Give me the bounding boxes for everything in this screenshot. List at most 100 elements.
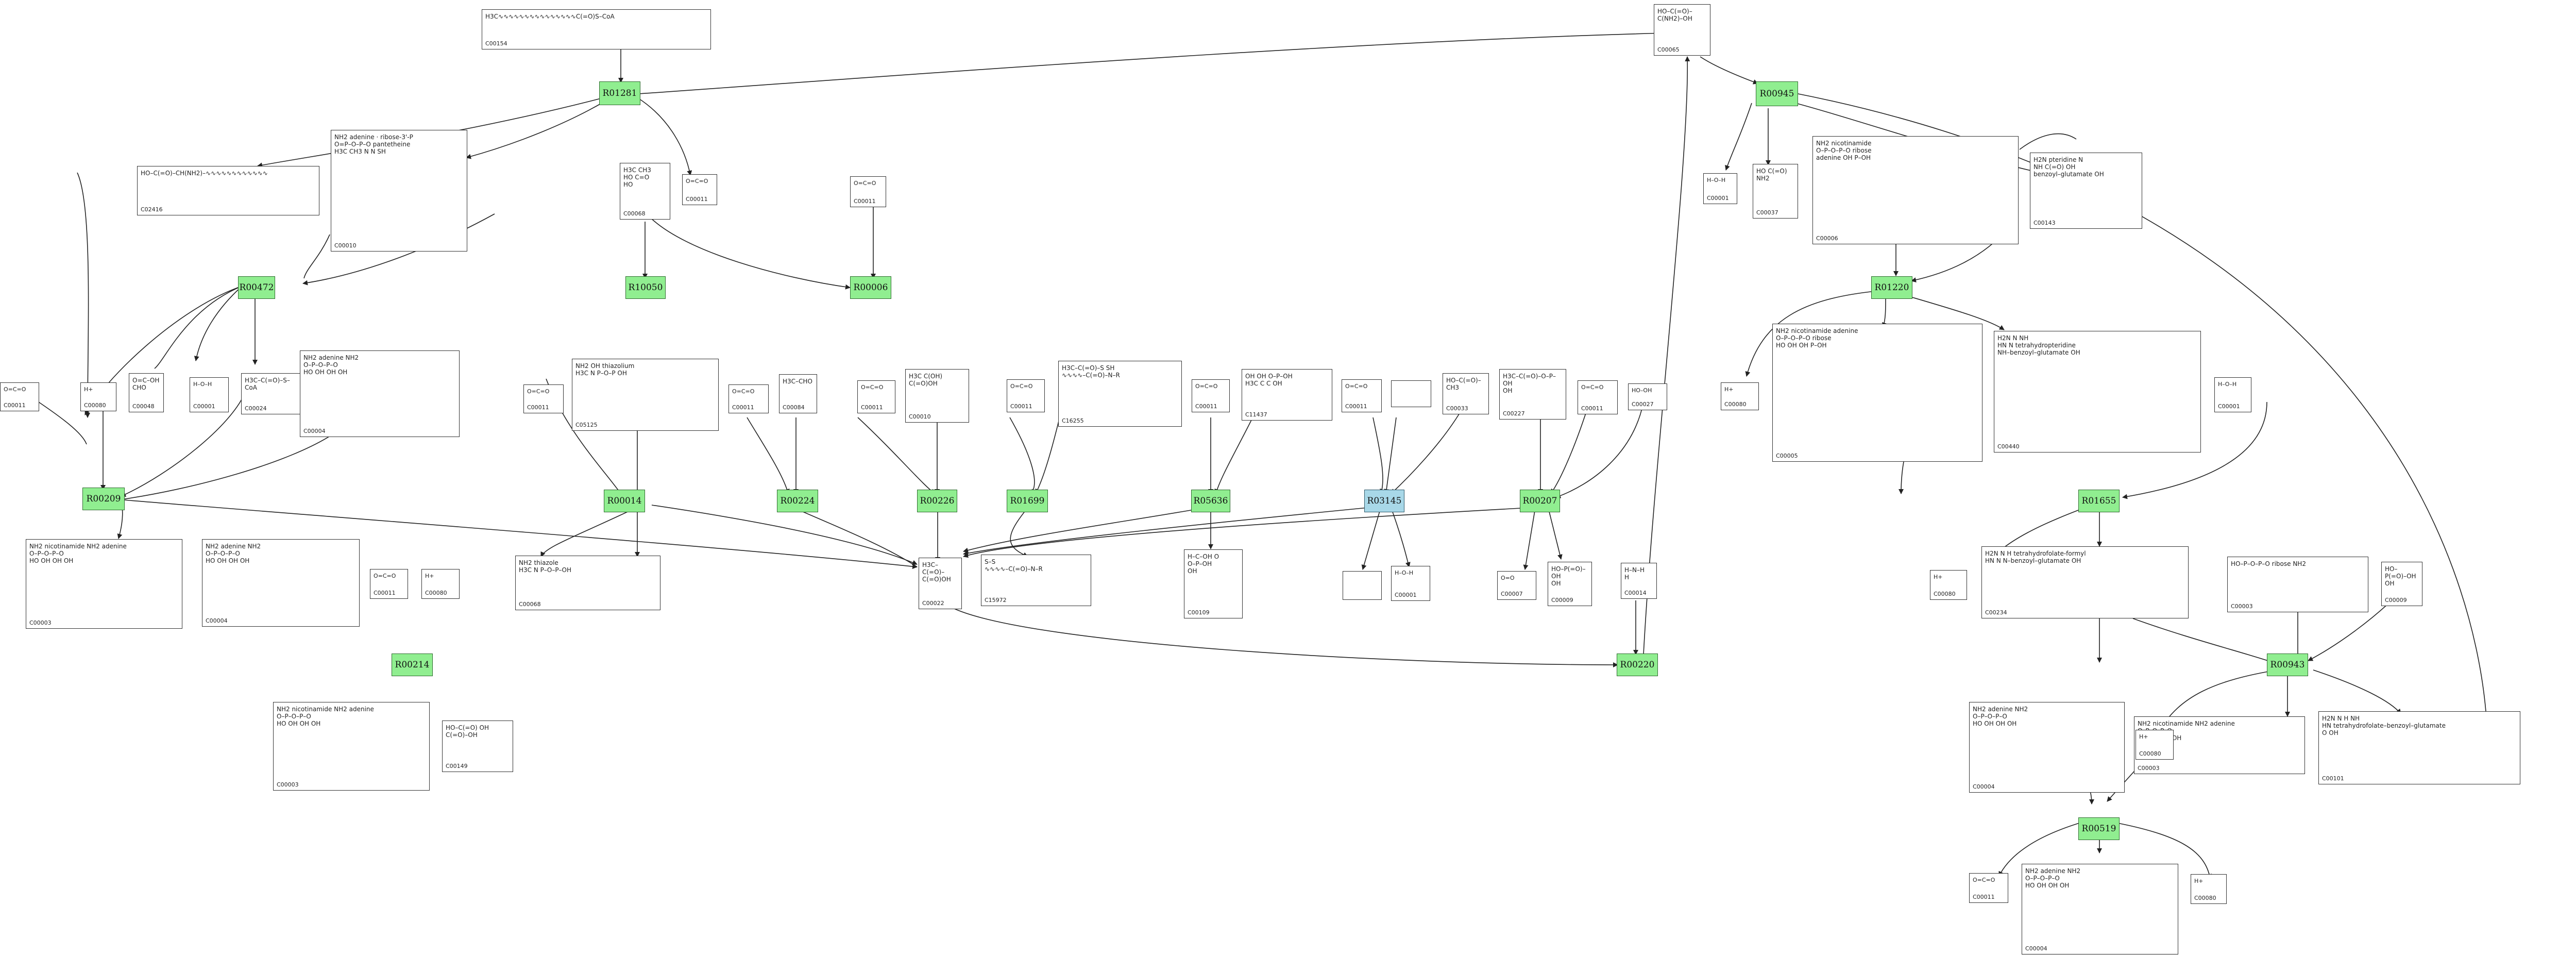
compound-c00080f[interactable]: H+C00080 [2191,874,2227,904]
reaction-r00209[interactable]: R00209 [82,488,125,510]
reaction-r00472[interactable]: R00472 [238,276,275,299]
compound-c00024[interactable]: H3C–C(=O)–S–CoA C00024 [241,373,305,414]
compound-id: C00037 [1756,209,1778,216]
compound-empty1[interactable] [1391,380,1431,407]
compound-id: C00080 [1934,591,1956,597]
compound-structure: H–N–H H [1624,566,1645,581]
compound-structure: H3C∿∿∿∿∿∿∿∿∿∿∿∿∿∿∿C(=O)S–CoA [485,13,615,20]
compound-structure: NH2 adenine NH2 O–P–O–P–O HO OH OH OH [1973,706,2028,727]
compound-c02416[interactable]: HO–C(=O)–CH(NH2)–∿∿∿∿∿∿∿∿∿∿∿∿C02416 [137,166,319,215]
reaction-r01699[interactable]: R01699 [1007,490,1048,512]
reaction-r00214[interactable]: R00214 [392,654,433,676]
compound-structure: NH2 nicotinamide O–P–O–P–O ribose adenin… [1816,140,1872,161]
compound-id: C00024 [245,405,267,412]
compound-id: C00068 [623,210,646,217]
reaction-r01220[interactable]: R01220 [1871,276,1912,299]
reaction-r00943[interactable]: R00943 [2267,654,2308,676]
compound-c00003[interactable]: NH2 nicotinamide NH2 adenine O–P–O–P–O H… [26,539,182,629]
reaction-r01281[interactable]: R01281 [599,81,640,105]
compound-structure: HO–C(=O)–C(NH2)–OH [1657,8,1692,22]
reaction-r00945[interactable]: R00945 [1756,81,1798,106]
compound-id: C00005 [1776,453,1798,459]
compound-id: C00009 [2385,597,2407,604]
compound-c00080a[interactable]: H+C00080 [80,382,116,411]
compound-c00006[interactable]: NH2 nicotinamide O–P–O–P–O ribose adenin… [1812,136,2019,244]
reaction-r00014[interactable]: R00014 [604,490,645,512]
compound-c00080b[interactable]: H+C00080 [1721,382,1759,410]
compound-c00080e[interactable]: H+C00080 [2136,730,2174,760]
reaction-r05636[interactable]: R05636 [1191,490,1230,512]
reaction-r03145[interactable]: R03145 [1364,490,1404,512]
compound-structure: H3C–C(=O)–S–CoA [245,377,290,391]
compound-empty2[interactable] [1343,571,1382,600]
reaction-r00224[interactable]: R00224 [777,490,818,512]
compound-id: C00440 [1997,443,2020,450]
reaction-r00006[interactable]: R00006 [850,276,891,299]
reaction-r00519[interactable]: R00519 [2078,817,2120,840]
compound-c00003b[interactable]: NH2 nicotinamide NH2 adenine O–P–O–P–O H… [273,702,430,791]
compound-c00010[interactable]: NH2 adenine · ribose-3'-P O=P–O–P–O pant… [331,130,467,252]
compound-id: C00101 [2322,775,2344,782]
compound-c00440[interactable]: H2N N NH HN N tetrahydropteridine NH–ben… [1994,331,2201,453]
compound-c00101[interactable]: H2N N H NH HN tetrahydrofolate–benzoyl–g… [2318,711,2520,784]
compound-structure: HO–P(=O)–OH OH [1551,565,1586,587]
compound-c00080c[interactable]: H+C00080 [421,569,460,599]
compound-c00080d[interactable]: H+C00080 [1930,570,1967,600]
compound-id: C00004 [206,617,228,624]
reaction-r00226[interactable]: R00226 [917,490,957,512]
compound-structure: HO–OH [1632,387,1652,394]
reaction-r10050[interactable]: R10050 [625,276,666,299]
compound-c00143[interactable]: H2N pteridine N NH C(=O) OH benzoyl–glut… [2030,153,2142,229]
reaction-r00220[interactable]: R00220 [1617,654,1658,676]
compound-c00234[interactable]: H2N N H tetrahydrofolate-formyl HN N N–b… [1981,546,2189,618]
compound-c00005[interactable]: NH2 nicotinamide adenine O–P–O–P–O ribos… [1772,324,1982,462]
reaction-r01655[interactable]: R01655 [2078,490,2120,512]
compound-id: C00003 [2231,603,2253,610]
compound-structure: O=C=O [732,388,755,395]
reaction-r00207[interactable]: R00207 [1520,490,1560,512]
